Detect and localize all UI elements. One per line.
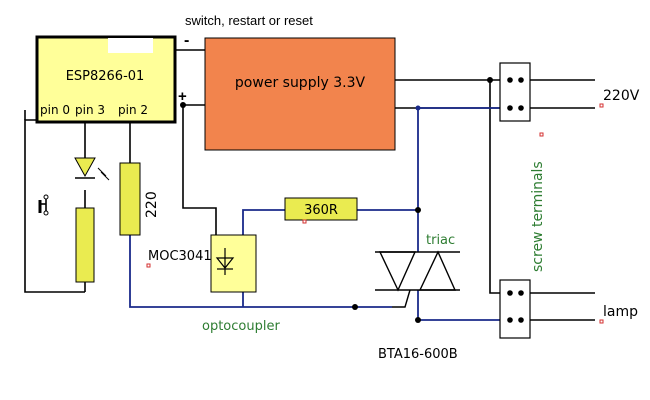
screw-terminal-top xyxy=(499,62,531,122)
pin2-label: pin 2 xyxy=(118,103,148,117)
power-supply: power supply 3.3V xyxy=(204,37,396,151)
esp8266-module: ESP8266-01 pin 0 pin 3 pin 2 xyxy=(35,35,177,124)
switch-note: switch, restart or reset xyxy=(185,13,313,28)
esp8266-label: ESP8266-01 xyxy=(66,69,145,84)
pin3-label: pin 3 xyxy=(75,103,105,117)
triac-label: triac xyxy=(426,233,455,248)
optocoupler-icon xyxy=(210,234,257,293)
optocoupler-label: optocoupler xyxy=(202,319,280,334)
led-resistor xyxy=(75,207,95,283)
screw-terminals-label: screw terminals xyxy=(530,161,546,272)
ac-voltage-label: 220V xyxy=(603,88,640,104)
minus-terminal: - xyxy=(184,32,189,49)
resistor-220: 220 xyxy=(119,162,160,236)
lamp-label: lamp xyxy=(603,304,638,320)
resistor-220-label: 220 xyxy=(144,191,160,218)
resistor-360r-label: 360R xyxy=(304,203,338,218)
red-markers xyxy=(146,103,604,324)
pin0-label: pin 0 xyxy=(40,103,70,117)
plus-terminal: + xyxy=(178,88,187,105)
led-icon xyxy=(74,157,110,181)
push-button-icon xyxy=(38,194,49,216)
screw-terminal-bottom xyxy=(499,279,531,339)
junction-dots xyxy=(180,77,493,323)
triac-icon xyxy=(375,250,460,308)
resistor-360r: 360R xyxy=(284,197,358,221)
triac-part-label: BTA16-600B xyxy=(378,347,458,362)
power-supply-label: power supply 3.3V xyxy=(235,75,366,91)
opto-part-label: MOC3041 xyxy=(148,249,212,264)
